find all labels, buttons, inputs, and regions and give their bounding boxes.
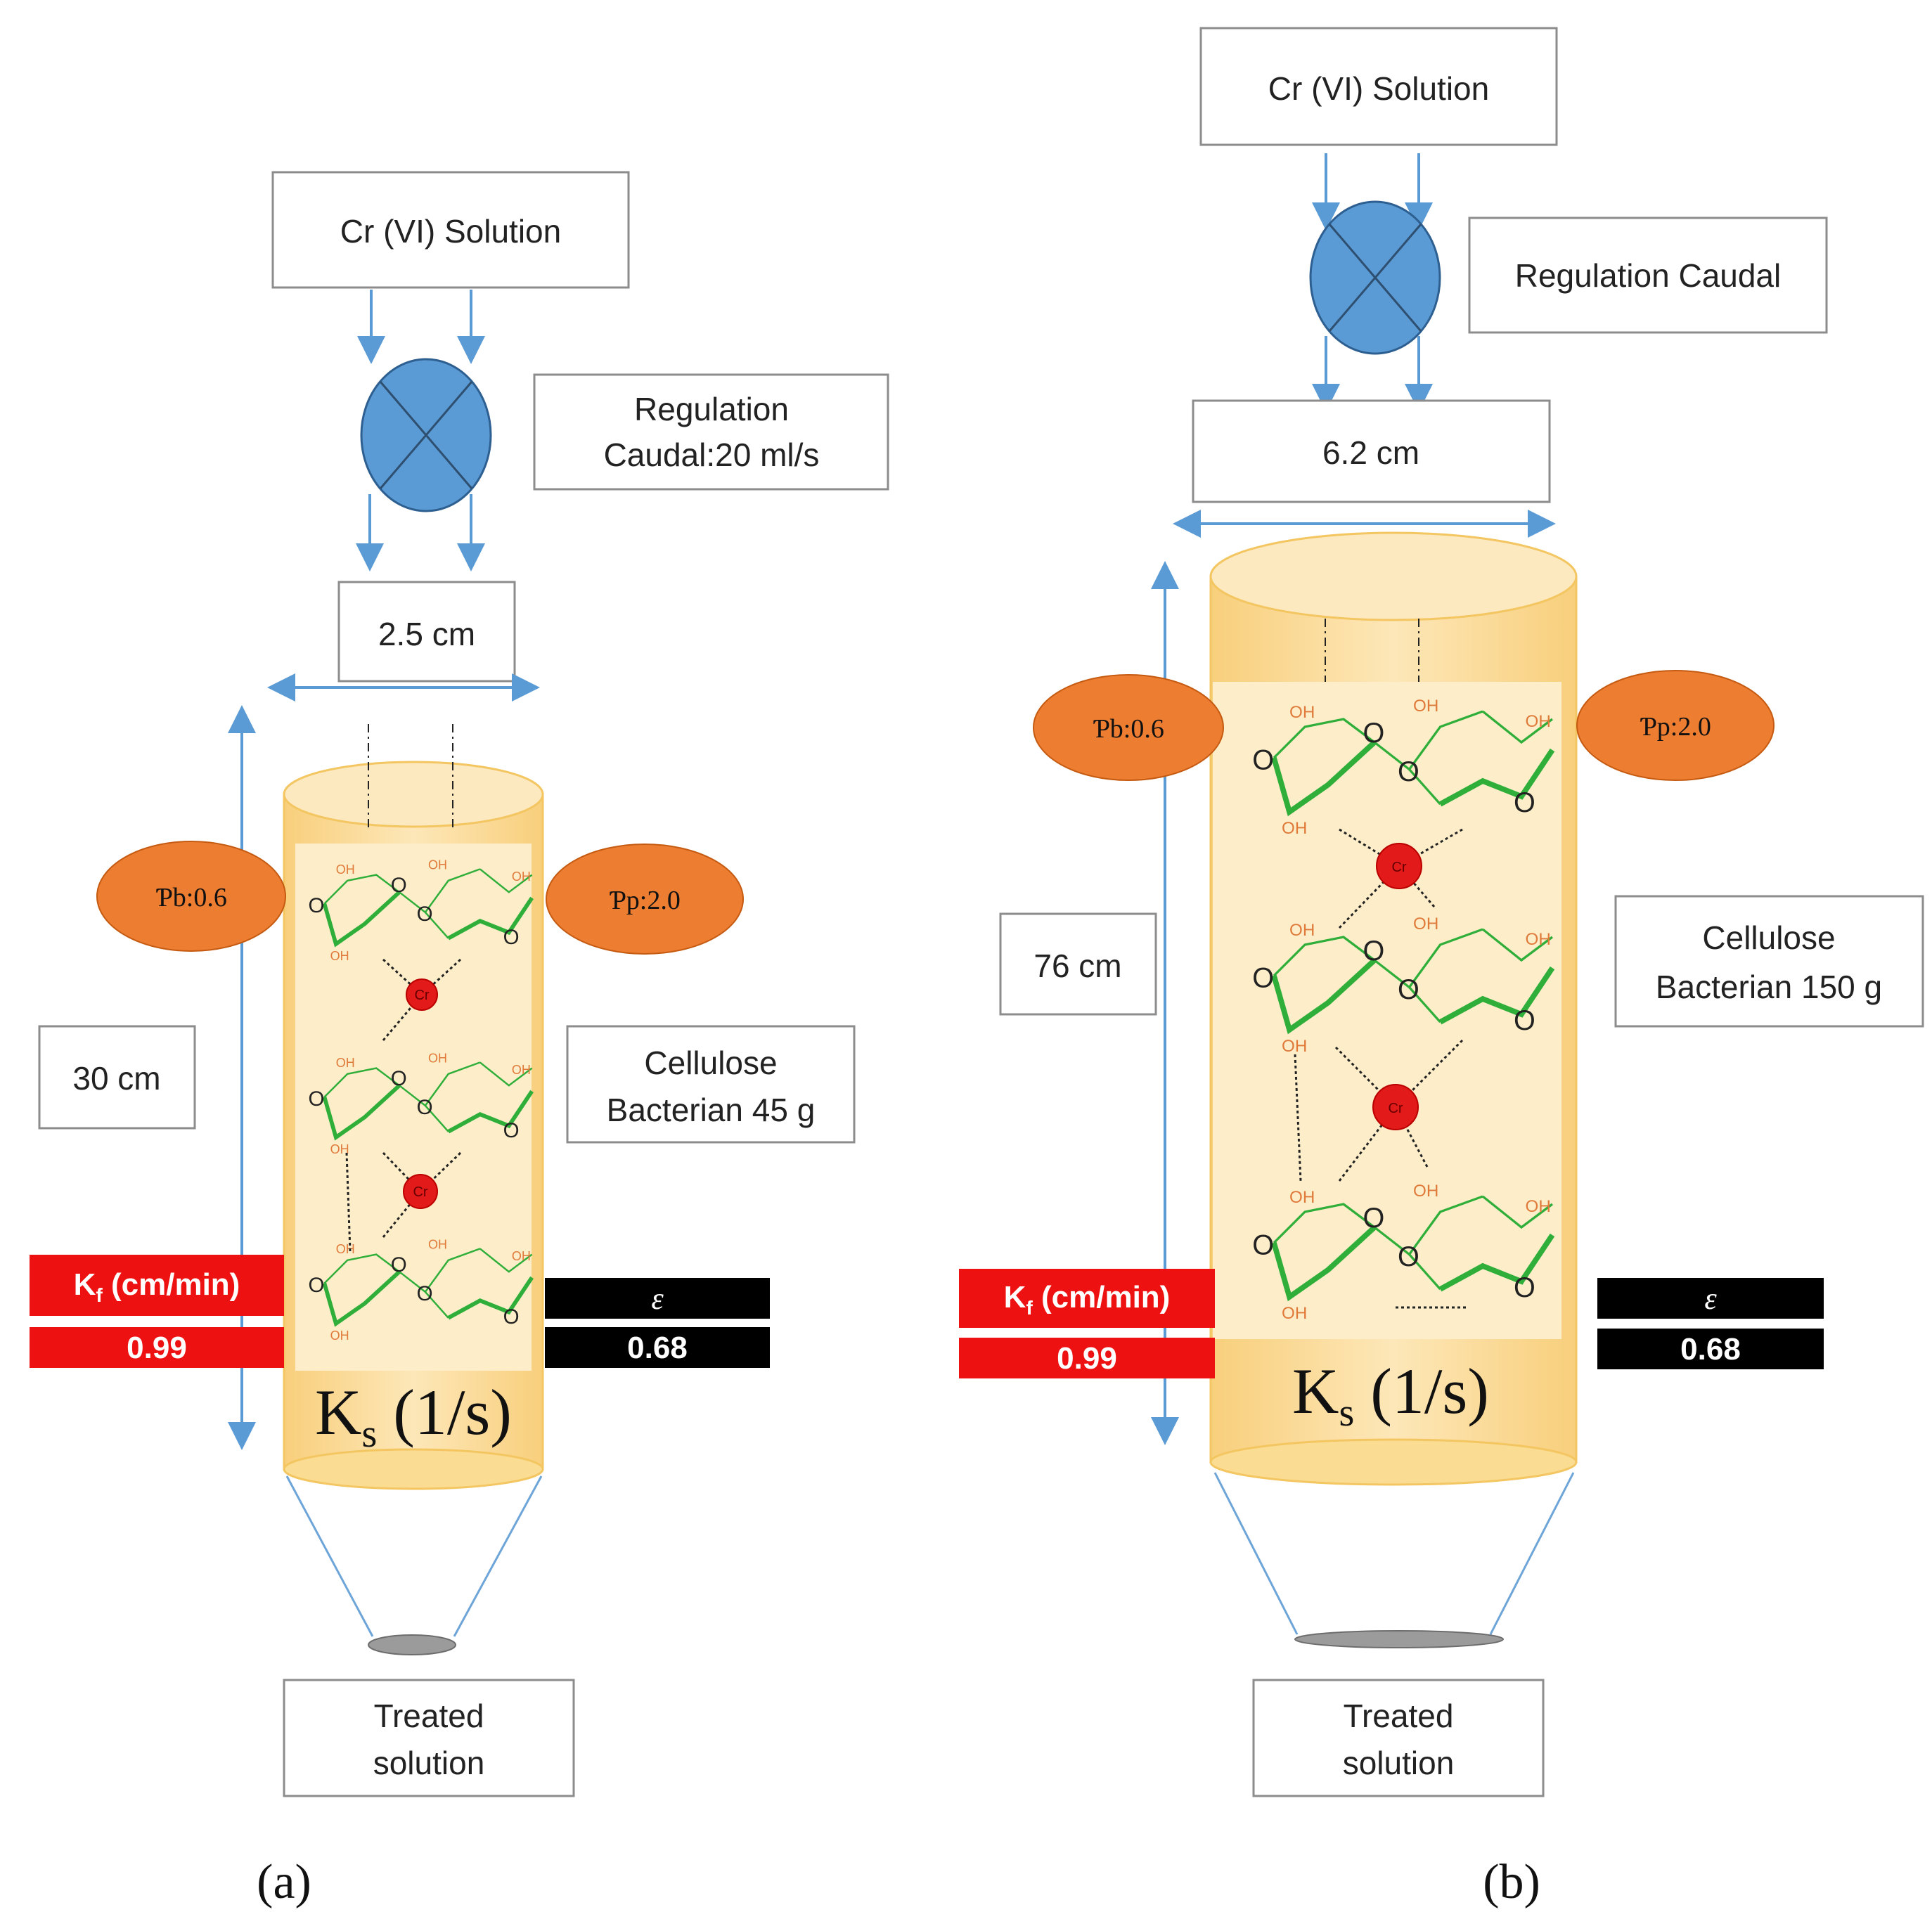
kf-value-a: 0.99 [127, 1331, 187, 1365]
outlet-box-a: Treated solution [283, 1679, 575, 1797]
regulation-label-a-line2: Caudal:20 ml/s [604, 437, 820, 473]
packing-label-b-line2: Bacterian 150 g [1656, 969, 1882, 1005]
pb-label-b: Ƥb:0.6 [1093, 714, 1164, 744]
pp-label-b: Ƥp:2.0 [1640, 712, 1711, 742]
eps-label-a: ε [651, 1281, 664, 1316]
chromium-label-a1: Cr [414, 988, 429, 1003]
diameter-label-a: 2.5 cm [378, 616, 475, 652]
chromium-label-a2: Cr [413, 1184, 427, 1200]
outlet-label-a-line2: solution [373, 1745, 485, 1781]
kf-value-b: 0.99 [1057, 1341, 1117, 1376]
chromium-ion-a1 [406, 978, 438, 1011]
regulation-box-b: Regulation Caudal [1468, 217, 1828, 334]
packing-label-a-line1: Cellulose [644, 1045, 777, 1081]
eps-value-b: 0.68 [1680, 1332, 1741, 1366]
eps-block-a: ε 0.68 [545, 1278, 770, 1368]
caption-b: (b) [1483, 1855, 1540, 1909]
packing-box-a: Cellulose Bacterian 45 g [566, 1025, 856, 1144]
panel-a: Cr (VI) Solution Regulation Caudal:20 ml… [30, 171, 889, 1909]
eps-label-b: ε [1704, 1281, 1717, 1316]
source-box-a: Cr (VI) Solution [271, 171, 630, 289]
height-box-b: 76 cm [999, 912, 1157, 1016]
bulk-density-a: Ƥb:0.6 [96, 841, 286, 952]
diameter-box-a: 2.5 cm [337, 581, 516, 683]
source-label-a: Cr (VI) Solution [340, 213, 561, 250]
source-box-b: Cr (VI) Solution [1199, 27, 1558, 146]
kf-block-b: Kf (cm/min) 0.99 [959, 1269, 1215, 1378]
height-box-a: 30 cm [38, 1025, 196, 1130]
outlet-label-b-line2: solution [1343, 1745, 1455, 1781]
bulk-density-b: Ƥb:0.6 [1033, 674, 1224, 781]
particle-density-a: Ƥp:2.0 [546, 844, 744, 955]
diameter-box-b: 6.2 cm [1192, 399, 1551, 503]
valve-a [360, 358, 492, 512]
valve-b [1309, 200, 1441, 355]
regulation-label-a-line1: Regulation [634, 391, 789, 427]
chromium-ion-b2 [1372, 1084, 1419, 1130]
ks-label-b: Ks (1/s) [1292, 1355, 1489, 1435]
column-b: Cr Cr Ks (1/s) [1209, 531, 1578, 1486]
packing-box-b: Cellulose Bacterian 150 g [1614, 895, 1924, 1028]
chromium-ion-a2 [403, 1174, 438, 1209]
chromium-label-b1: Cr [1391, 860, 1406, 875]
ks-label-a: Ks (1/s) [315, 1376, 512, 1456]
kf-label-b: Kf (cm/min) [1004, 1280, 1171, 1319]
eps-block-b: ε 0.68 [1597, 1278, 1824, 1369]
regulation-box-a: Regulation Caudal:20 ml/s [533, 373, 889, 491]
kf-label-a: Kf (cm/min) [74, 1267, 240, 1306]
regulation-label-b: Regulation Caudal [1515, 257, 1782, 294]
packing-label-b-line1: Cellulose [1702, 919, 1835, 956]
particle-density-b: Ƥp:2.0 [1576, 670, 1775, 781]
height-label-a: 30 cm [72, 1060, 160, 1097]
chromium-ion-b1 [1376, 843, 1422, 889]
height-label-b: 76 cm [1033, 948, 1121, 984]
pb-label-a: Ƥb:0.6 [155, 883, 227, 912]
panel-b: Cr (VI) Solution Regulation Caudal 6.2 c… [959, 27, 1924, 1909]
outlet-label-b-line1: Treated [1344, 1698, 1454, 1734]
outlet-box-b: Treated solution [1252, 1679, 1545, 1797]
funnel-b [1213, 1472, 1575, 1648]
eps-value-a: 0.68 [627, 1331, 688, 1365]
funnel-a [285, 1475, 543, 1655]
column-a: Cr Cr Ks (1/s) [283, 724, 544, 1490]
packing-label-a-line2: Bacterian 45 g [607, 1092, 816, 1128]
source-label-b: Cr (VI) Solution [1268, 70, 1489, 107]
kf-block-a: Kf (cm/min) 0.99 [30, 1255, 284, 1368]
chromium-label-b2: Cr [1388, 1101, 1403, 1116]
caption-a: (a) [257, 1855, 311, 1909]
diameter-label-b: 6.2 cm [1322, 434, 1419, 471]
pp-label-a: Ƥp:2.0 [609, 886, 681, 915]
outlet-label-a-line1: Treated [374, 1698, 484, 1734]
